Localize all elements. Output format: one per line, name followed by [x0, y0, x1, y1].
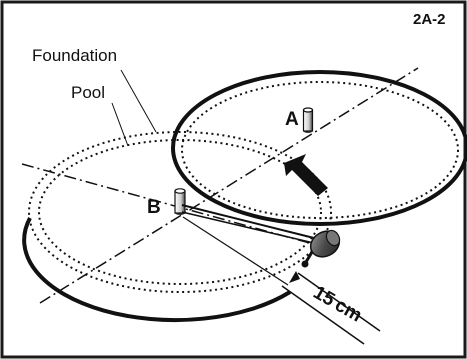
marking-string-upper — [181, 204, 315, 239]
post-b-icon — [174, 188, 186, 215]
marking-device-icon — [301, 229, 341, 268]
point-a-label: A — [285, 109, 299, 130]
foundation-leader-line — [120, 69, 157, 133]
pool-label: Pool — [71, 83, 105, 102]
move-direction-arrow-icon — [284, 154, 328, 196]
pool-leader-line — [111, 102, 129, 147]
post-a-icon — [302, 107, 314, 133]
point-b-label: B — [147, 197, 161, 218]
foundation-label: Foundation — [32, 46, 117, 65]
dimension-extension-outer — [281, 285, 365, 345]
dimension-arrow-icon — [289, 271, 300, 283]
dimension-extension-inner — [297, 272, 381, 332]
marking-string-lower — [181, 211, 319, 245]
pool-outline-a — [181, 81, 459, 219]
figure-id-label: 2A-2 — [413, 11, 446, 28]
pool-outline-outer — [28, 131, 332, 293]
foundation-outline-a — [171, 70, 467, 226]
pool-outline-inner — [38, 139, 322, 285]
dimension-line — [182, 216, 289, 286]
center-line-diagonal — [39, 67, 419, 304]
foundation-outline-b — [22, 217, 292, 323]
